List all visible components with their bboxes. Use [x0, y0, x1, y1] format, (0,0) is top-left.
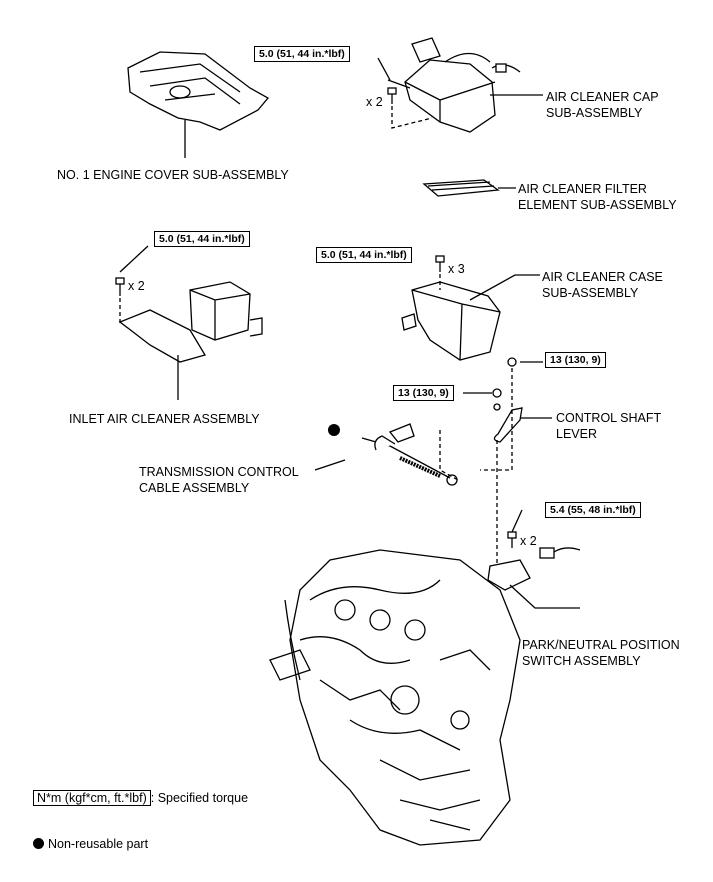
legend-torque: N*m (kgf*cm, ft.*lbf): Specified torque — [33, 790, 248, 806]
torque-case: 5.0 (51, 44 in.*lbf) — [316, 247, 412, 263]
multiplier-cap: x 2 — [366, 95, 383, 109]
multiplier-pnp: x 2 — [520, 534, 537, 548]
pnp-switch-drawing — [487, 509, 581, 609]
inlet-air-cleaner-drawing — [115, 245, 263, 400]
engine-block-drawing — [269, 549, 521, 846]
air-cleaner-cap-drawing — [387, 37, 543, 133]
nonreusable-marker — [328, 424, 340, 436]
engine-cover-drawing — [127, 51, 270, 158]
torque-nut-right: 13 (130, 9) — [545, 352, 606, 368]
legend-torque-text: : Specified torque — [150, 791, 249, 805]
torque-cap: 5.0 (51, 44 in.*lbf) — [254, 46, 350, 62]
torque-pnp: 5.4 (55, 48 in.*lbf) — [545, 502, 641, 518]
multiplier-case: x 3 — [448, 262, 465, 276]
legend-torque-unit: N*m (kgf*cm, ft.*lbf) — [33, 790, 151, 806]
label-inlet: INLET AIR CLEANER ASSEMBLY — [69, 412, 260, 426]
nonreusable-dot-icon — [33, 838, 44, 849]
air-cleaner-case-drawing — [401, 255, 540, 361]
transmission-cable-drawing — [314, 423, 458, 486]
torque-nut-left: 13 (130, 9) — [393, 385, 454, 401]
label-engine-cover: NO. 1 ENGINE COVER SUB-ASSEMBLY — [57, 168, 289, 182]
cap-bolt — [377, 57, 433, 129]
torque-inlet: 5.0 (51, 44 in.*lbf) — [154, 231, 250, 247]
air-filter-drawing — [422, 179, 516, 197]
multiplier-inlet: x 2 — [128, 279, 145, 293]
legend-nonreusable-text: Non-reusable part — [48, 837, 149, 851]
legend-nonreusable: Non-reusable part — [33, 836, 148, 852]
